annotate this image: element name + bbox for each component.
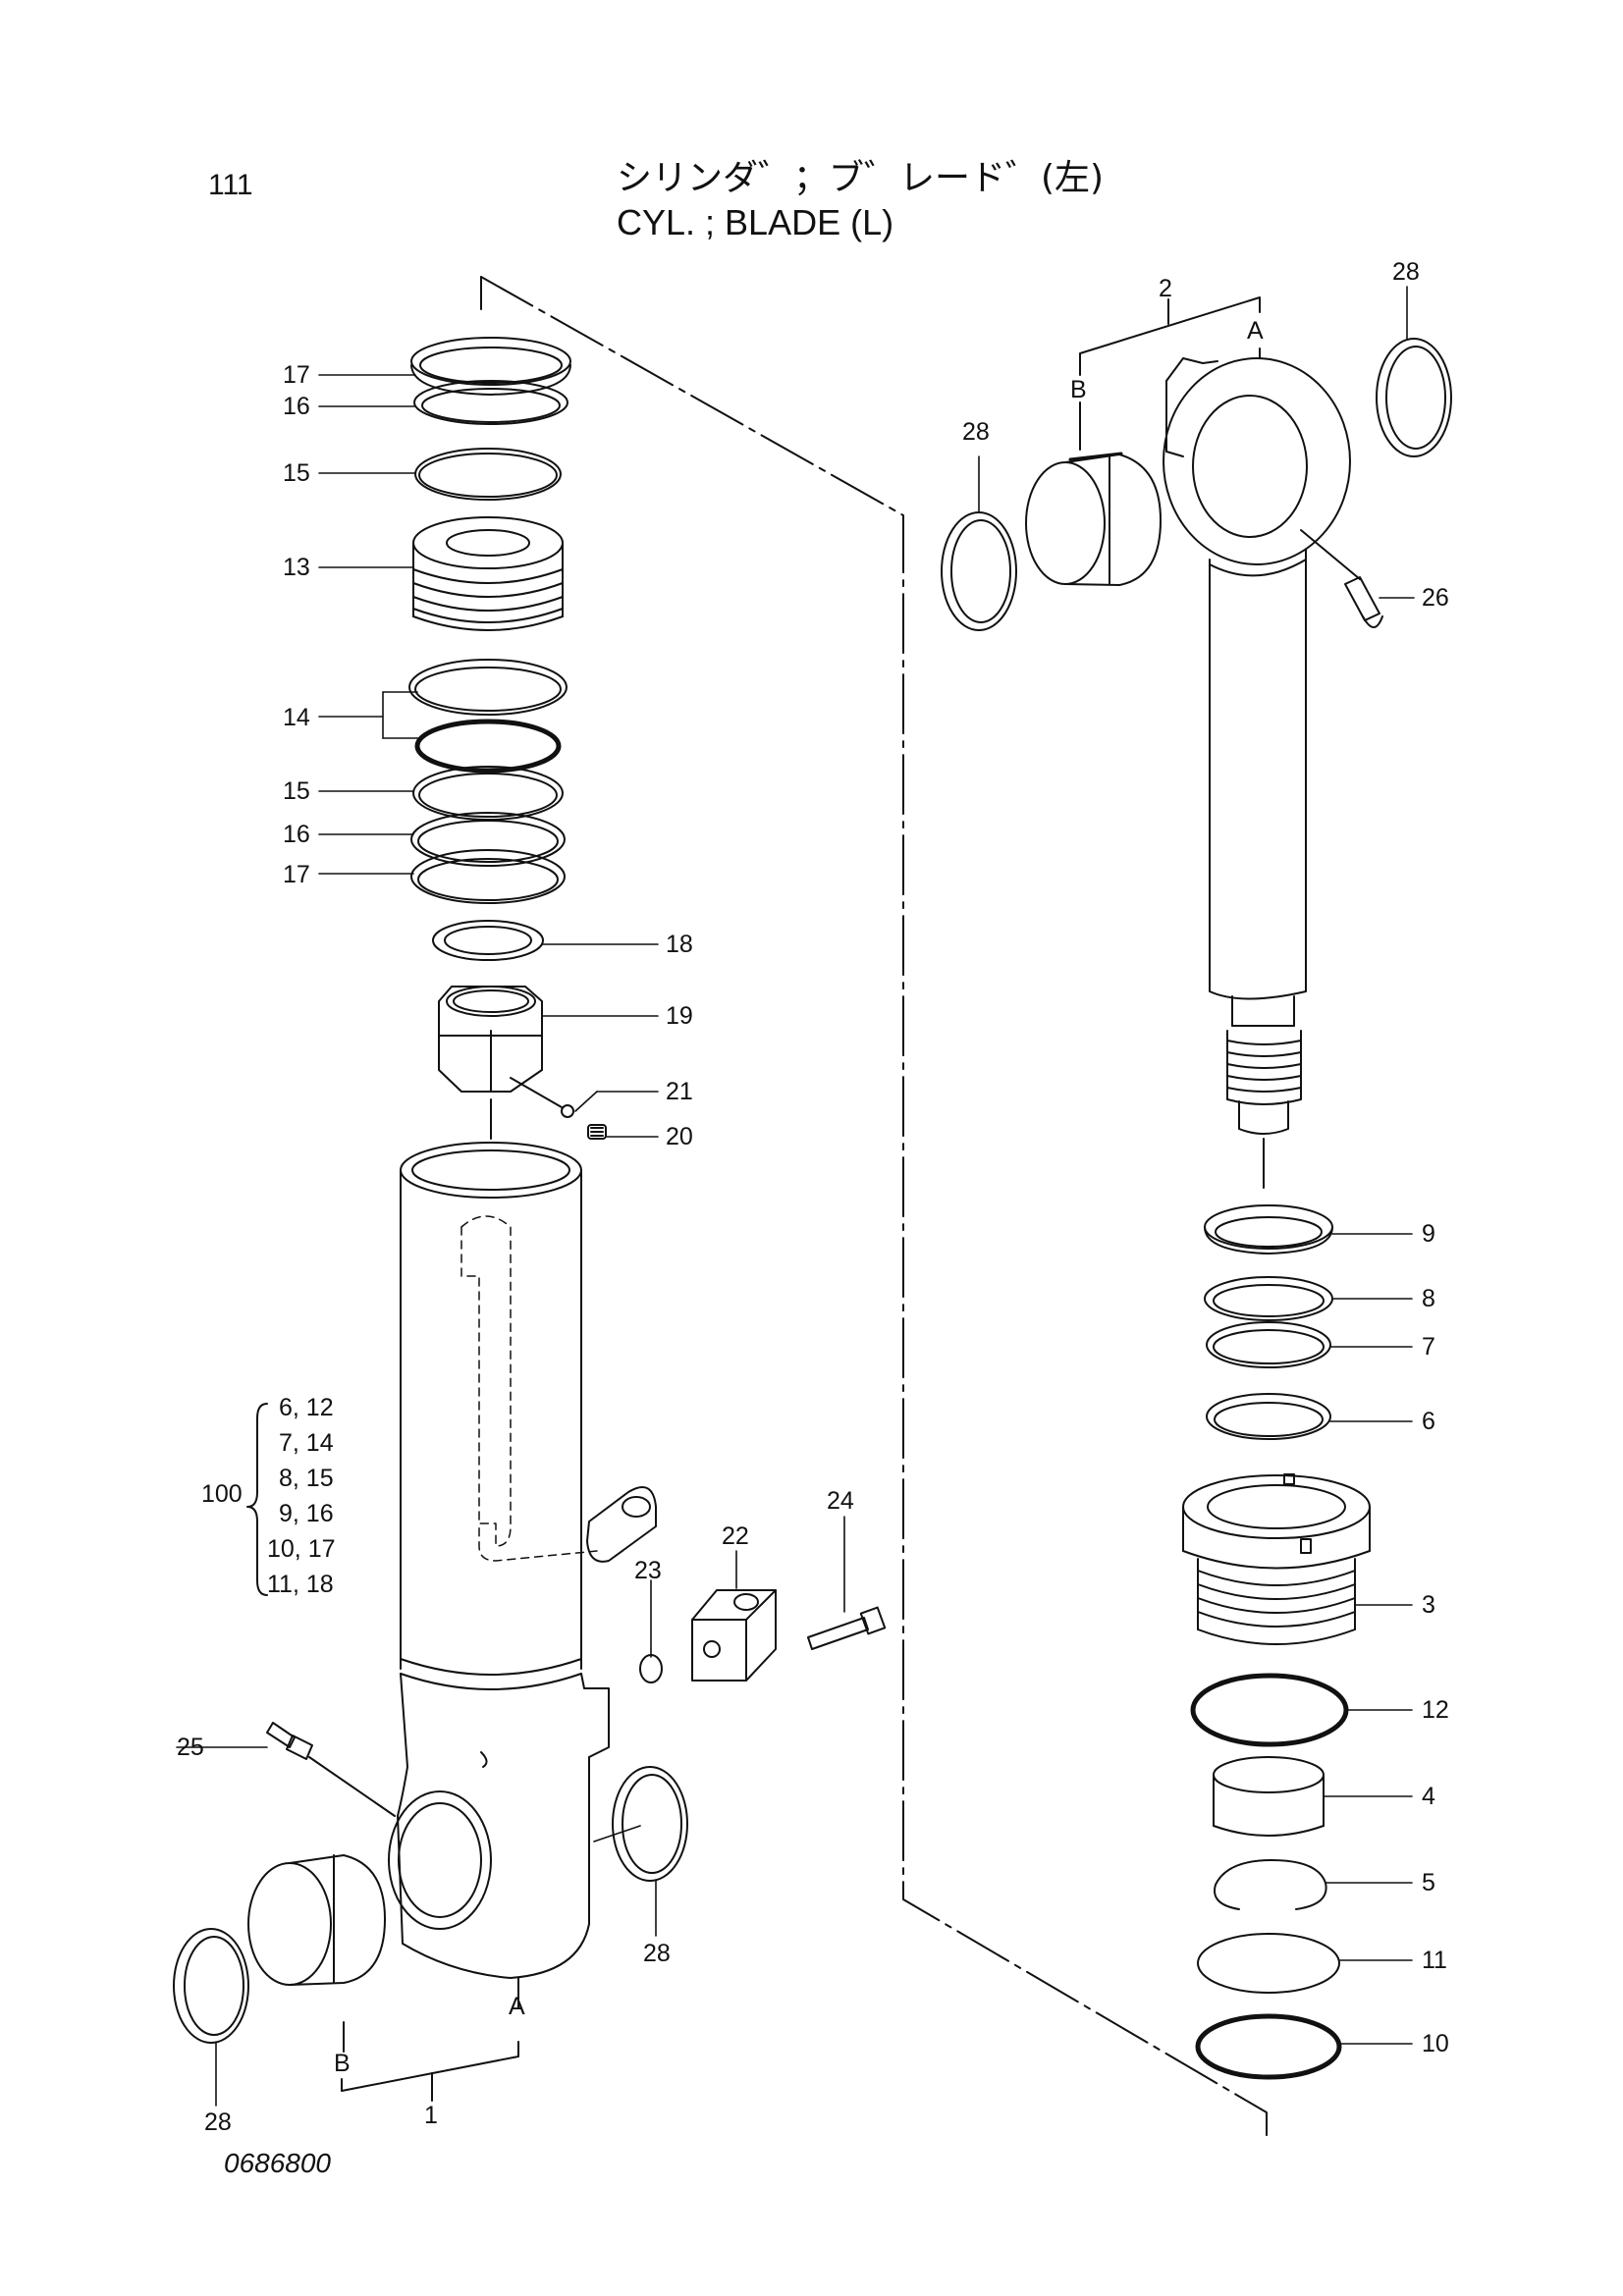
part-25-grease-nipple (267, 1723, 395, 1816)
part-17-backup-ring-top (411, 338, 570, 395)
group-100-item: 8, 15 (279, 1465, 334, 1492)
part-28-dust-seal-right (613, 1767, 687, 1881)
part-13-piston (413, 517, 563, 630)
callout-3: 3 (1422, 1591, 1435, 1619)
page-number: 111 (208, 169, 253, 201)
title-japanese: シリンダ゛；ブ゛レード゛(左) (617, 158, 1105, 198)
bushing-b-right (1026, 454, 1161, 585)
callout-22: 22 (722, 1522, 749, 1550)
part-10-o-ring (1198, 2016, 1339, 2077)
callout-13: 13 (283, 554, 310, 581)
part-4-bushing (1214, 1757, 1324, 1836)
callout-10: 10 (1422, 2030, 1449, 2057)
callout-20: 20 (666, 1123, 693, 1150)
group-100-item: 11, 18 (267, 1571, 334, 1598)
part-28-dust-seal-top-right (1377, 339, 1451, 456)
part-6-ring (1207, 1394, 1330, 1439)
callout-15-top: 15 (283, 459, 310, 487)
callout-12: 12 (1422, 1696, 1449, 1724)
part-14-piston-seal (409, 660, 567, 771)
callout-b-left: B (334, 2050, 351, 2077)
part-7-ring (1207, 1322, 1330, 1367)
group-100-number: 100 (201, 1480, 243, 1508)
assembly-1-bracket (342, 1978, 518, 2101)
group-100-item: 6, 12 (279, 1394, 334, 1421)
callout-a-left: A (509, 1993, 525, 2020)
callout-18: 18 (666, 931, 693, 958)
part-19-nut (439, 987, 542, 1092)
callout-6: 6 (1422, 1408, 1435, 1435)
piston-rod-eye (1163, 358, 1382, 999)
drawing-number: 0686800 (224, 2148, 332, 2178)
cylinder-tube (389, 1099, 656, 1978)
callout-17-top: 17 (283, 361, 310, 389)
part-20-set-screw (588, 1125, 606, 1139)
callout-28-top-left: 28 (962, 418, 990, 446)
part-23-o-ring (640, 1655, 662, 1682)
part-18-washer (433, 921, 543, 960)
callout-14: 14 (283, 704, 310, 731)
part-22-flange-block (692, 1590, 776, 1681)
callout-21: 21 (666, 1078, 693, 1105)
callout-11: 11 (1422, 1947, 1447, 1974)
assembly-2-bracket (1080, 297, 1260, 450)
part-5-snap-ring (1215, 1860, 1326, 1909)
part-16-ring-top (414, 381, 568, 424)
part-16-ring-bottom (411, 813, 565, 866)
callout-8: 8 (1422, 1285, 1435, 1312)
callout-23: 23 (634, 1557, 662, 1584)
group-100-item: 10, 17 (267, 1535, 336, 1563)
leader-lines (177, 287, 1414, 2106)
callout-5: 5 (1422, 1869, 1435, 1896)
callout-24: 24 (827, 1487, 854, 1515)
title-english: CYL. ; BLADE (L) (617, 202, 894, 242)
callout-b-right: B (1070, 376, 1087, 403)
part-8-ring (1205, 1277, 1332, 1320)
part-21-steel-ball (511, 1078, 573, 1117)
part-3-rod-gland (1183, 1474, 1370, 1644)
callout-7: 7 (1422, 1333, 1435, 1361)
part-17-backup-ring-bottom (411, 850, 565, 903)
callout-28-bottom-left: 28 (204, 2109, 232, 2136)
callout-4: 4 (1422, 1783, 1435, 1810)
callout-16-bottom: 16 (283, 821, 310, 848)
part-24-bolt (808, 1608, 885, 1649)
callout-15-bottom: 15 (283, 777, 310, 805)
callout-a-right: A (1247, 317, 1264, 345)
callout-19: 19 (666, 1002, 693, 1030)
part-15-o-ring-bottom (413, 767, 563, 820)
part-9-ring (1205, 1205, 1332, 1254)
callout-2: 2 (1159, 275, 1172, 302)
group-100-item: 9, 16 (279, 1500, 334, 1527)
bushing-b-left (248, 1855, 385, 1985)
callout-17-bottom: 17 (283, 861, 310, 888)
part-11-ring (1198, 1934, 1339, 1993)
part-28-dust-seal-left (174, 1929, 248, 2043)
callout-28-top-right: 28 (1392, 258, 1420, 286)
callout-1: 1 (424, 2102, 438, 2129)
part-15-o-ring-top (415, 449, 561, 500)
part-12-o-ring (1193, 1676, 1346, 1744)
section-divider-line (481, 277, 1267, 2140)
piston-rod-thread (1227, 996, 1301, 1188)
callout-9: 9 (1422, 1220, 1435, 1248)
part-28-dust-seal-top-left (942, 512, 1016, 630)
callout-26: 26 (1422, 584, 1449, 612)
callout-25: 25 (177, 1734, 204, 1761)
group-100-brace (247, 1404, 267, 1595)
callout-16-top: 16 (283, 393, 310, 420)
callout-28-bottom-right: 28 (643, 1940, 671, 1967)
group-100-item: 7, 14 (279, 1429, 334, 1457)
